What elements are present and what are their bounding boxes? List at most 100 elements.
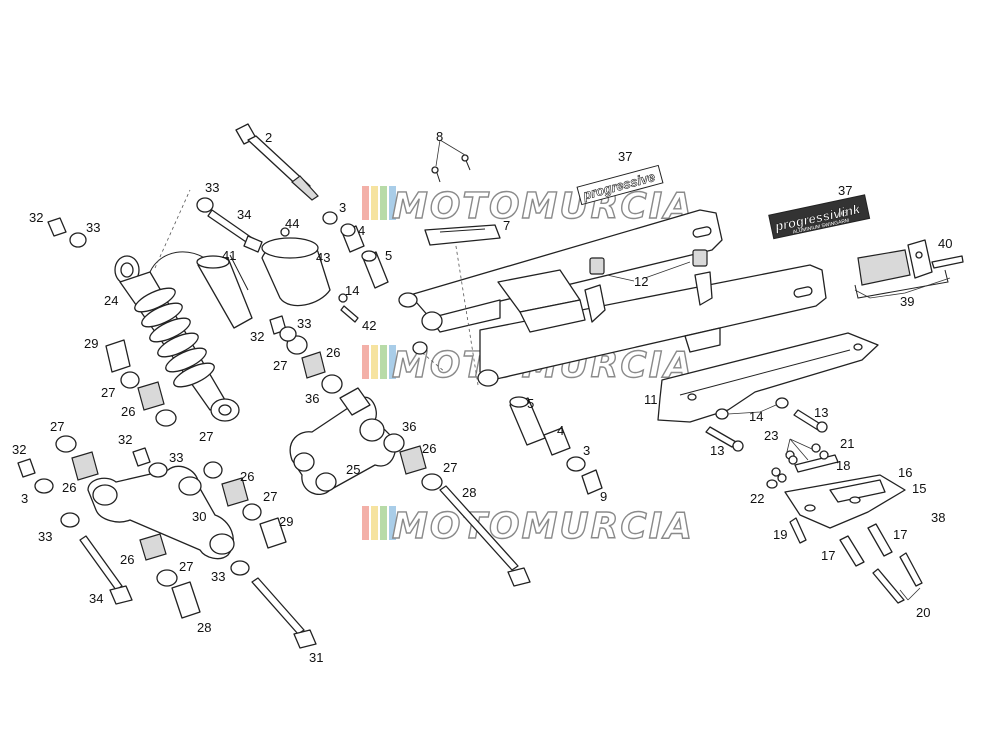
callout-29-bottom: 29 [279,514,293,529]
callout-30: 30 [192,509,206,524]
cable-guide [424,224,501,246]
watermark-top: MOTOMURCIA [362,185,694,228]
callout-38-right: 36 [402,419,416,434]
lower-bolt-left [79,535,133,605]
callout-13-top: 13 [814,405,828,420]
lower-bolt-right [251,577,317,649]
watermark-text: MOTOMURCIA [392,506,694,547]
callout-5-right: 5 [527,396,534,411]
callout-27-c2: 27 [263,489,277,504]
chain-guide-bracket [784,474,906,529]
callout-39: 41 [222,248,236,263]
rocker-nuts [269,315,297,342]
callout-41: 40 [938,236,952,251]
callout-21: 21 [840,436,854,451]
chain-slider [854,239,964,299]
dog-bone-link [87,465,235,560]
callout-16: 16 [898,465,912,480]
callout-26-c: 26 [240,469,254,484]
rocker-bolt [439,485,531,587]
callout-40: 39 [900,294,914,309]
shock-top-bolt [47,197,263,253]
watermark-text: MOTOMURCIA [392,186,694,227]
rocker-link [289,387,397,495]
callout-20: 20 [916,605,930,620]
callout-23: 23 [764,428,778,443]
dogbone-bearings [17,435,287,619]
callout-8: 7 [503,218,510,233]
callout-26-right: 26 [422,441,436,456]
shock-bottom-bushings [105,339,177,427]
rubber-blocks [589,249,708,275]
swingarm [398,209,827,387]
callout-27-right: 27 [443,460,457,475]
decal-progressive-link: progressive link ALUMINIUM SWINGARM [768,194,871,240]
callout-38-left: 36 [305,391,319,406]
shock-reservoir [196,254,253,329]
guide-plate [794,454,839,473]
callout-29-top: 29 [84,336,98,351]
callout-4: 4 [358,223,365,238]
callout-33-c: 33 [169,450,183,465]
shock-absorber [114,189,240,422]
callout-17-left: 17 [821,548,835,563]
callout-32-c: 32 [118,432,132,447]
callout-36-top: 37 [618,149,632,164]
callout-34-bottom: 34 [89,591,103,606]
callout-43: 42 [362,318,376,333]
pivot-spacers [322,211,389,289]
callout-22: 22 [750,491,764,506]
chain-guard [657,332,879,423]
callout-33-bottom: 33 [211,569,225,584]
rocker-bearings [286,335,443,491]
callout-33-top: 33 [205,180,219,195]
callout-26-left: 26 [121,404,135,419]
callout-27-left: 27 [101,385,115,400]
callout-26-bl: 26 [62,480,76,495]
callout-14: 14 [749,409,763,424]
callout-14-left: 14 [345,283,359,298]
callout-32-top: 32 [29,210,43,225]
callout-28-right: 28 [462,485,476,500]
pivot-bolt [235,123,319,201]
callout-24: 24 [104,293,118,308]
guard-screws [705,397,828,452]
callout-5: 5 [385,248,392,263]
callout-33-left: 33 [86,220,100,235]
callout-7: 9 [600,489,607,504]
callout-37: 38 [931,510,945,525]
callout-36-right: 37 [838,183,852,198]
shock-spring [134,287,215,388]
callout-44: 44 [285,216,299,231]
callout-3-right: 3 [583,443,590,458]
callout-28-bottom: 28 [197,620,211,635]
callout-11: 11 [644,392,658,407]
callout-34-top: 34 [237,207,251,222]
watermark-bottom: MOTOMURCIA [362,505,694,548]
callout-3: 3 [339,200,346,215]
callout-13-bottom: 13 [710,443,724,458]
callout-17-right: 17 [893,527,907,542]
clamp-fasteners [280,227,359,323]
callout-labels: 2 3 4 5 8 7 37 37 40 39 12 11 14 13 13 2… [12,129,952,665]
callout-15: 15 [912,481,926,496]
callout-4-right: 4 [557,423,564,438]
right-spacers [509,396,603,495]
callout-32-mid: 32 [250,329,264,344]
callout-19: 19 [773,527,787,542]
callout-2: 2 [265,130,272,145]
callout-31: 31 [309,650,323,665]
callout-27-bottom: 27 [179,559,193,574]
callout-3-bl: 3 [21,491,28,506]
callout-18: 18 [836,458,850,473]
reservoir-clamp [261,237,331,307]
callout-9: 8 [436,129,443,144]
callout-25: 25 [346,462,360,477]
callout-27-center: 27 [199,429,213,444]
callout-26-mid: 26 [326,345,340,360]
callout-27-mid: 27 [273,358,287,373]
callout-27-bl: 27 [50,419,64,434]
decal-brand-bold: link [836,201,862,220]
callout-33-mid: 33 [297,316,311,331]
